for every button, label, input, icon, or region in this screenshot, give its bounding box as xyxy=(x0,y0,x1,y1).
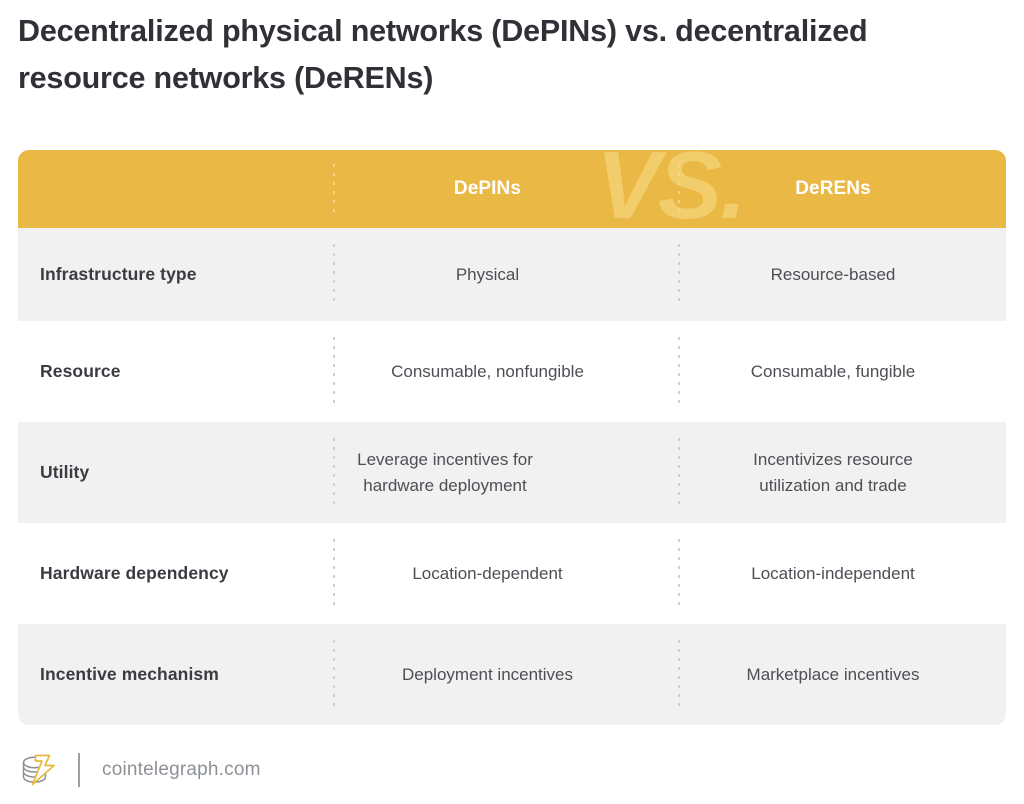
table-row: Incentive mechanism Deployment incentive… xyxy=(18,624,1006,725)
row-depins-value: Deployment incentives xyxy=(401,664,574,684)
row-column-separator-1 xyxy=(333,244,335,305)
row-depins-value: Location-dependent xyxy=(412,563,563,583)
row-column-separator-2 xyxy=(678,438,680,507)
row-derens-value: Marketplace incentives xyxy=(746,664,920,684)
row-derens-value: Resource-based xyxy=(770,264,896,284)
header-derens-column: DeRENs xyxy=(795,178,871,199)
row-column-separator-1 xyxy=(333,539,335,608)
row-column-separator-2 xyxy=(678,337,680,406)
row-label: Resource xyxy=(40,361,121,381)
table-row: Infrastructure type Physical Resource-ba… xyxy=(18,228,1006,321)
comparison-table: VS. DePINs DeRENs Infrastructure type Ph… xyxy=(18,150,1006,725)
table-row: Hardware dependency Location-dependent L… xyxy=(18,523,1006,624)
row-label: Utility xyxy=(40,462,90,482)
row-column-separator-1 xyxy=(333,438,335,507)
table-row: Utility Leverage incentives for hardware… xyxy=(18,422,1006,523)
page-title: Decentralized physical networks (DePINs)… xyxy=(18,14,868,95)
footer: cointelegraph.com xyxy=(20,748,261,792)
table-row: Resource Consumable, nonfungible Consuma… xyxy=(18,321,1006,422)
row-column-separator-2 xyxy=(678,640,680,709)
cointelegraph-logo-icon xyxy=(22,754,55,786)
row-depins-value: Leverage incentives for hardware deploym… xyxy=(357,449,533,495)
row-column-separator-1 xyxy=(333,640,335,709)
row-label: Infrastructure type xyxy=(40,264,197,284)
row-column-separator-1 xyxy=(333,337,335,406)
row-derens-value: Consumable, fungible xyxy=(750,361,916,381)
row-depins-value: Physical xyxy=(455,264,520,284)
row-column-separator-2 xyxy=(678,539,680,608)
row-label: Hardware dependency xyxy=(40,563,229,583)
footer-brand-label: cointelegraph.com xyxy=(102,759,261,780)
header-attribute-column xyxy=(18,150,315,228)
row-label: Incentive mechanism xyxy=(40,664,219,684)
row-derens-value: Incentivizes resource utilization and tr… xyxy=(753,449,913,495)
table-header-row: VS. DePINs DeRENs xyxy=(18,150,1006,228)
row-derens-value: Location-independent xyxy=(751,563,915,583)
row-column-separator-2 xyxy=(678,244,680,305)
row-depins-value: Consumable, nonfungible xyxy=(391,361,584,381)
header-column-separator-2 xyxy=(678,164,680,214)
header-column-separator-1 xyxy=(333,164,335,214)
header-depins-column: DePINs xyxy=(453,178,522,199)
footer-divider xyxy=(78,753,80,787)
